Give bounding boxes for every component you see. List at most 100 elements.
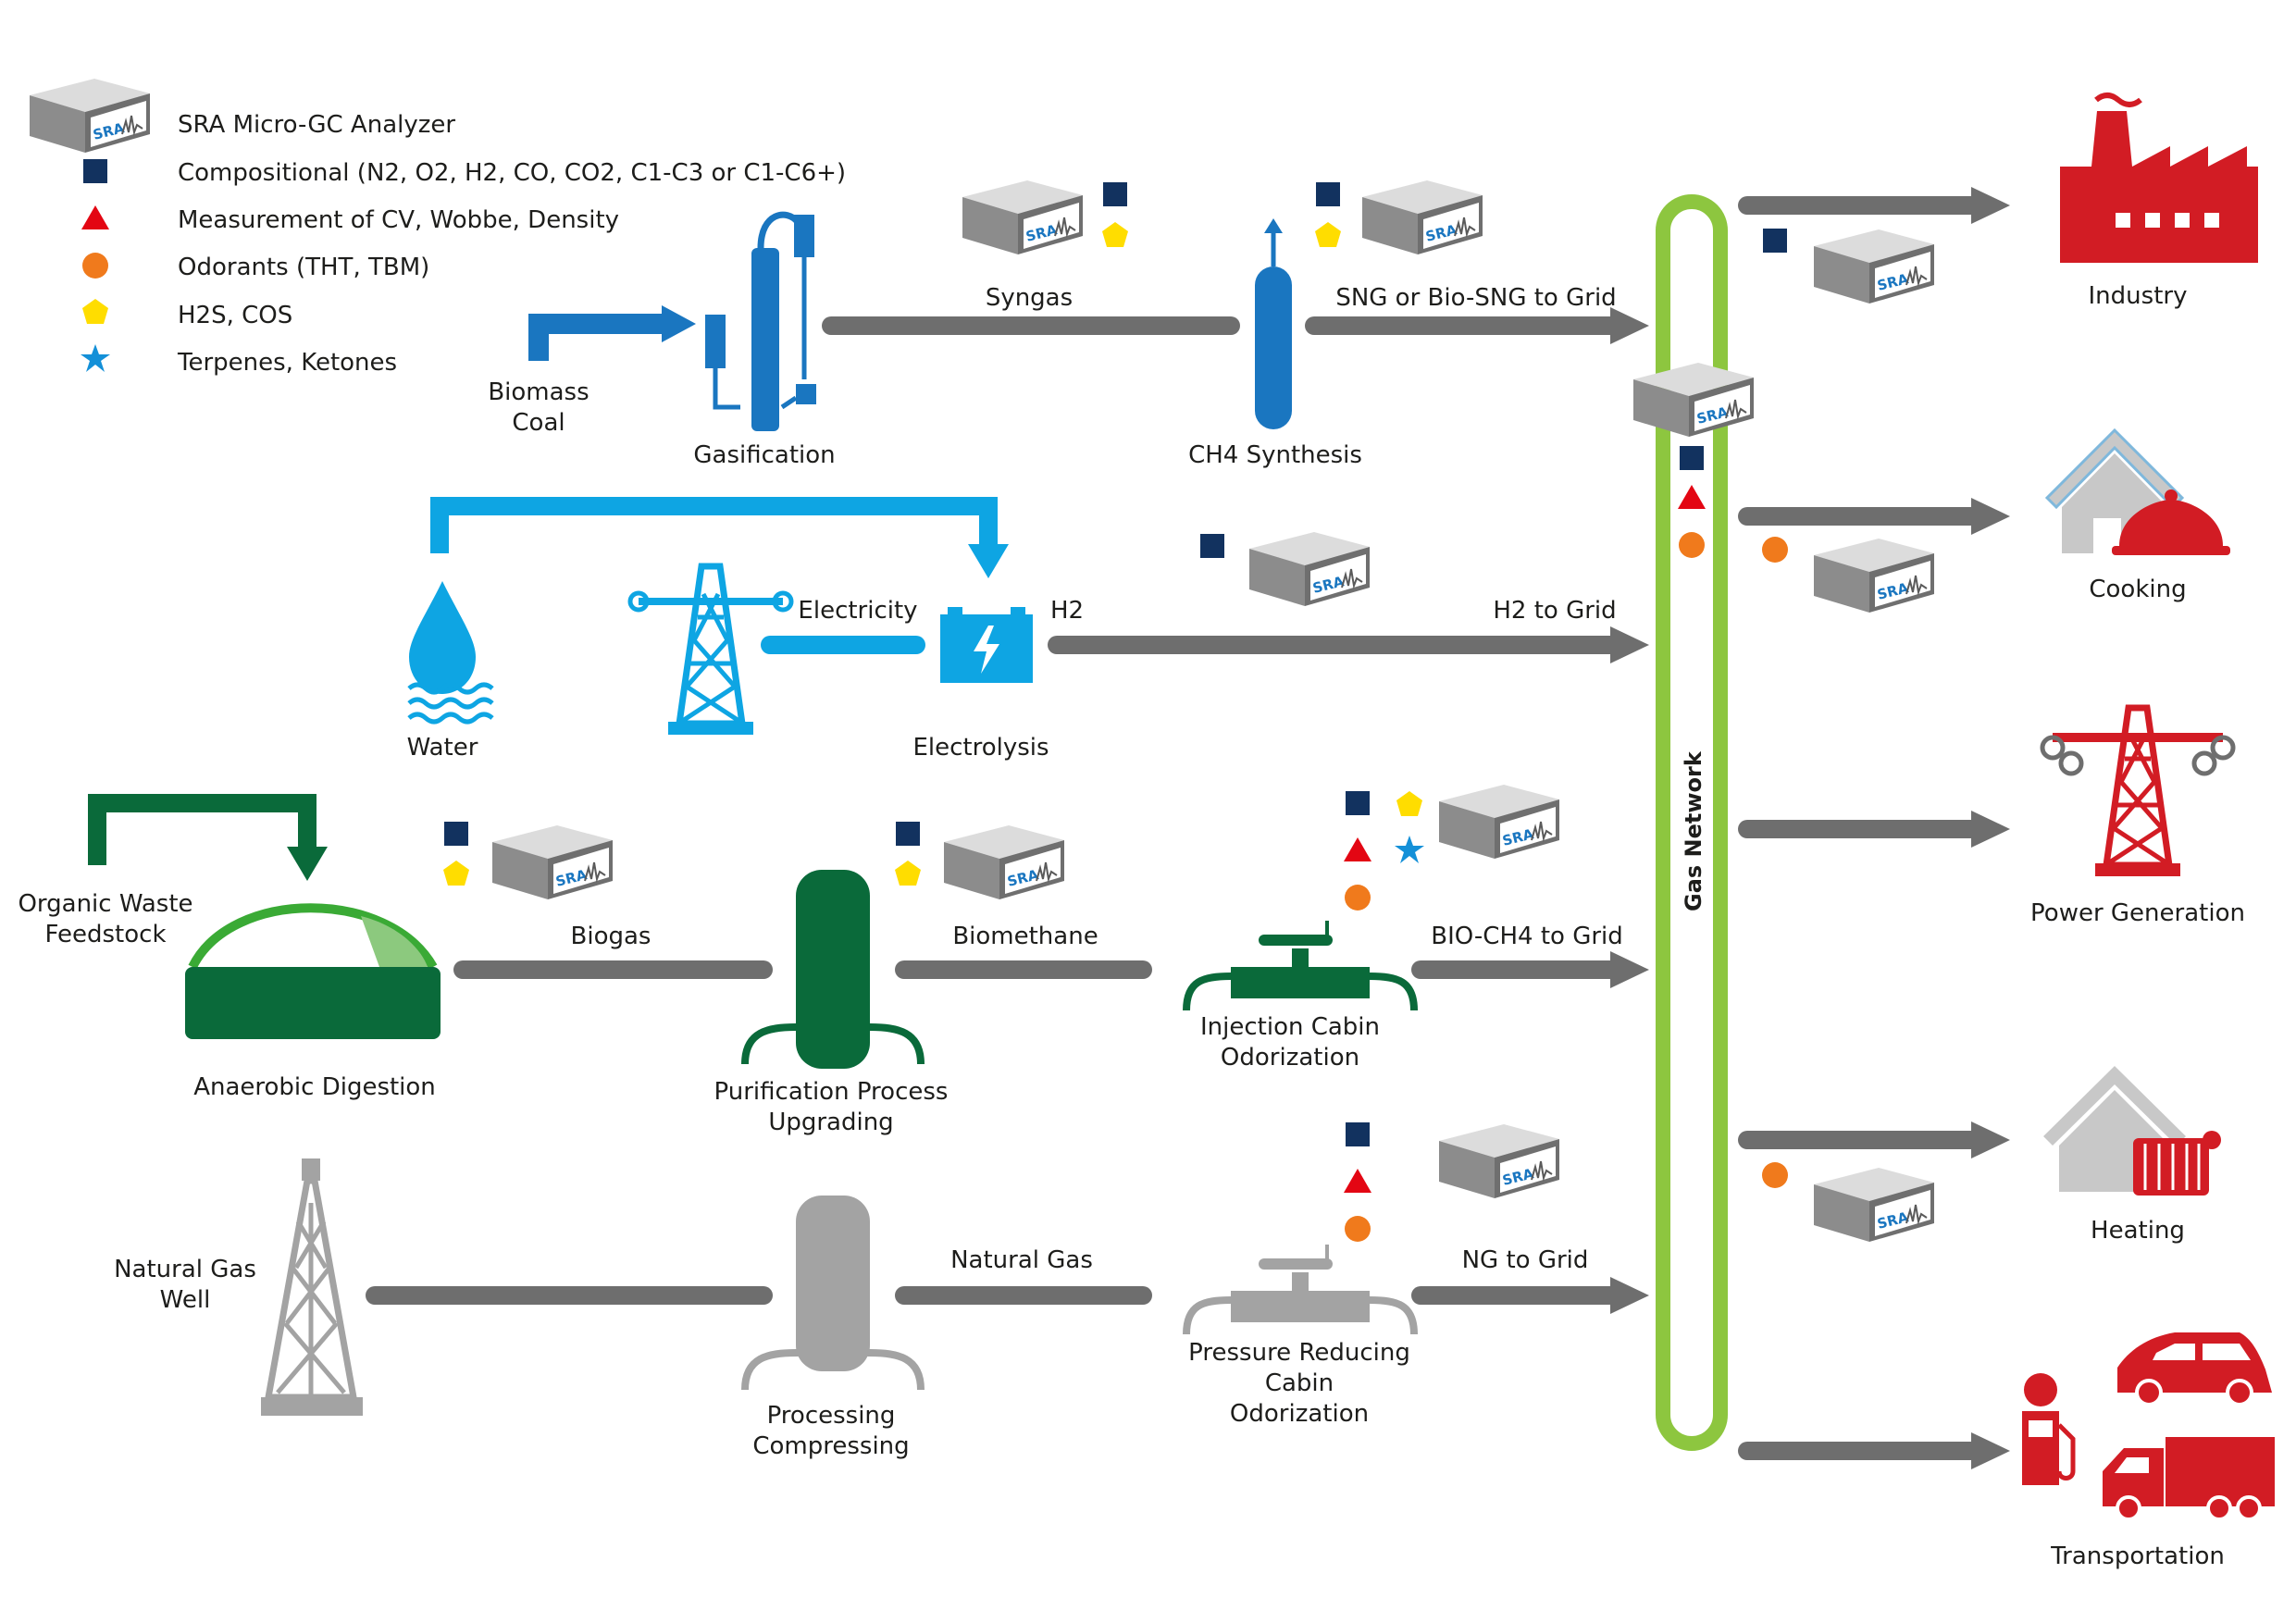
analyzer-icon — [1438, 784, 1560, 860]
processing-column-icon — [741, 1196, 925, 1391]
to-power-arrow — [1971, 811, 2010, 848]
transportation: Transportation — [2022, 1332, 2275, 1570]
compositional-square-icon — [1103, 182, 1127, 206]
cv-triangle-icon — [1344, 1169, 1371, 1193]
sng-to-grid-label: SNG or Bio-SNG to Grid — [1335, 284, 1616, 312]
cv-triangle-icon — [1678, 485, 1706, 509]
gas-network-label: Gas Network — [1681, 750, 1706, 911]
battery-icon — [940, 607, 1033, 683]
gasification-label: Gasification — [693, 441, 835, 469]
compositional-square-icon — [1200, 534, 1224, 558]
anaerobic-digester-icon — [185, 903, 441, 1039]
h2s-pentagon-icon — [443, 861, 469, 886]
consumer-arrows — [1738, 187, 2010, 1469]
h2s-pentagon-icon — [1396, 791, 1422, 816]
feedstock-arrow — [88, 794, 316, 865]
analyzer-icon — [1248, 531, 1371, 607]
electricity-tower-icon — [668, 566, 753, 735]
h2-label: H2 — [1050, 597, 1084, 625]
natural-gas-label: Natural Gas — [950, 1246, 1093, 1274]
analyzer-icon — [1438, 1123, 1560, 1199]
compositional-square-icon — [1763, 229, 1787, 253]
compositional-square-icon — [1346, 1122, 1370, 1146]
transportation-label: Transportation — [2050, 1542, 2225, 1570]
gas-network: Gas Network — [1632, 194, 1755, 1451]
gasification-row: Biomass Coal Gasification Syngas CH4 Syn… — [488, 180, 1649, 469]
industry: Industry — [2060, 93, 2258, 310]
compositional-square-icon — [83, 159, 107, 183]
h2s-pentagon-icon — [1315, 222, 1341, 247]
truck-icon — [2103, 1437, 2275, 1521]
syngas-label: Syngas — [986, 284, 1073, 312]
analyzer-icon — [1361, 180, 1483, 255]
gas-network-pipe — [1656, 194, 1728, 1451]
analyzer-icon — [943, 824, 1065, 900]
organic-waste-label: Organic Waste — [18, 890, 192, 918]
purification-column-icon — [741, 870, 925, 1069]
house-radiator-icon — [2043, 1066, 2221, 1196]
to-transportation-arrow — [1971, 1432, 2010, 1469]
well-label: Well — [160, 1286, 211, 1314]
cooking-label: Cooking — [2089, 576, 2186, 603]
feedstock-label: Feedstock — [44, 921, 166, 948]
water-label: Water — [407, 734, 478, 762]
compositional-square-icon — [1346, 791, 1370, 815]
gas-well-derrick-icon — [261, 1158, 363, 1416]
pressure-reducing-label: Pressure Reducing — [1188, 1339, 1410, 1367]
electricity-label: Electricity — [798, 597, 917, 625]
fuel-pump-icon — [2022, 1373, 2076, 1485]
industry-label: Industry — [2089, 282, 2188, 310]
analyzer-icon — [1813, 538, 1935, 613]
anaerobic-digestion-label: Anaerobic Digestion — [193, 1073, 436, 1101]
pressure-reducing-cabin-icon — [1183, 1245, 1418, 1335]
compositional-square-icon — [1316, 182, 1340, 206]
electrolysis-label: Electrolysis — [912, 734, 1049, 762]
h2-to-grid-label: H2 to Grid — [1493, 597, 1616, 625]
biogas-label: Biogas — [571, 923, 652, 950]
sng-to-grid-arrow — [1610, 307, 1649, 344]
biomass-feed-arrow — [528, 314, 666, 361]
upgrading-label: Upgrading — [768, 1109, 893, 1136]
power-generation-label: Power Generation — [2030, 899, 2245, 927]
water-drop-icon — [407, 581, 494, 725]
house-cooking-icon — [2044, 427, 2230, 555]
factory-icon — [2060, 93, 2258, 263]
natural-gas-well-label: Natural Gas — [114, 1256, 256, 1283]
analyzer-icon — [1813, 229, 1935, 304]
cooking: Cooking — [2044, 427, 2230, 603]
analyzer-icon — [962, 180, 1084, 255]
analyzer-icon — [29, 78, 151, 154]
power-generation: Power Generation — [2030, 708, 2245, 927]
heating: Heating — [2043, 1066, 2221, 1245]
cv-triangle-icon — [1344, 837, 1371, 861]
h2s-pentagon-icon — [1102, 222, 1128, 247]
car-icon — [2117, 1332, 2272, 1406]
ng-to-grid-arrow — [1610, 1277, 1649, 1314]
water-feed-arrow — [430, 497, 998, 553]
injection-cabin-icon — [1183, 921, 1418, 1011]
heating-label: Heating — [2091, 1217, 2185, 1245]
gasifier-icon — [705, 211, 816, 431]
ng-to-grid-label: NG to Grid — [1462, 1246, 1589, 1274]
to-heating-arrow — [1971, 1121, 2010, 1158]
h2s-pentagon-icon — [82, 299, 108, 324]
legend-odorants-label: Odorants (THT, TBM) — [178, 254, 429, 281]
purification-label: Purification Process — [714, 1078, 949, 1106]
legend: SRA Micro-GC Analyzer Compositional (N2,… — [29, 78, 846, 377]
biogas-row: Organic Waste Feedstock Anaerobic Digest… — [18, 784, 1649, 1136]
odorant-circle-icon — [1762, 1162, 1788, 1188]
processing-label: Processing — [767, 1402, 896, 1430]
analyzer-icon — [1632, 362, 1755, 438]
compositional-square-icon — [896, 822, 920, 846]
bio-ch4-to-grid-arrow — [1610, 951, 1649, 988]
injection-cabin-label: Injection Cabin — [1200, 1013, 1380, 1041]
analyzer-icon — [1813, 1167, 1935, 1243]
analyzer-icon — [491, 824, 614, 900]
compositional-square-icon — [444, 822, 468, 846]
electrolysis-row: Water Electricity Electrolysis H2 H2 to … — [407, 497, 1649, 762]
odorant-circle-icon — [1345, 885, 1371, 911]
biomass-label: Biomass — [488, 378, 589, 406]
legend-analyzer-label: SRA Micro-GC Analyzer — [178, 111, 455, 139]
compositional-square-icon — [1680, 446, 1704, 470]
compressing-label: Compressing — [752, 1432, 909, 1460]
